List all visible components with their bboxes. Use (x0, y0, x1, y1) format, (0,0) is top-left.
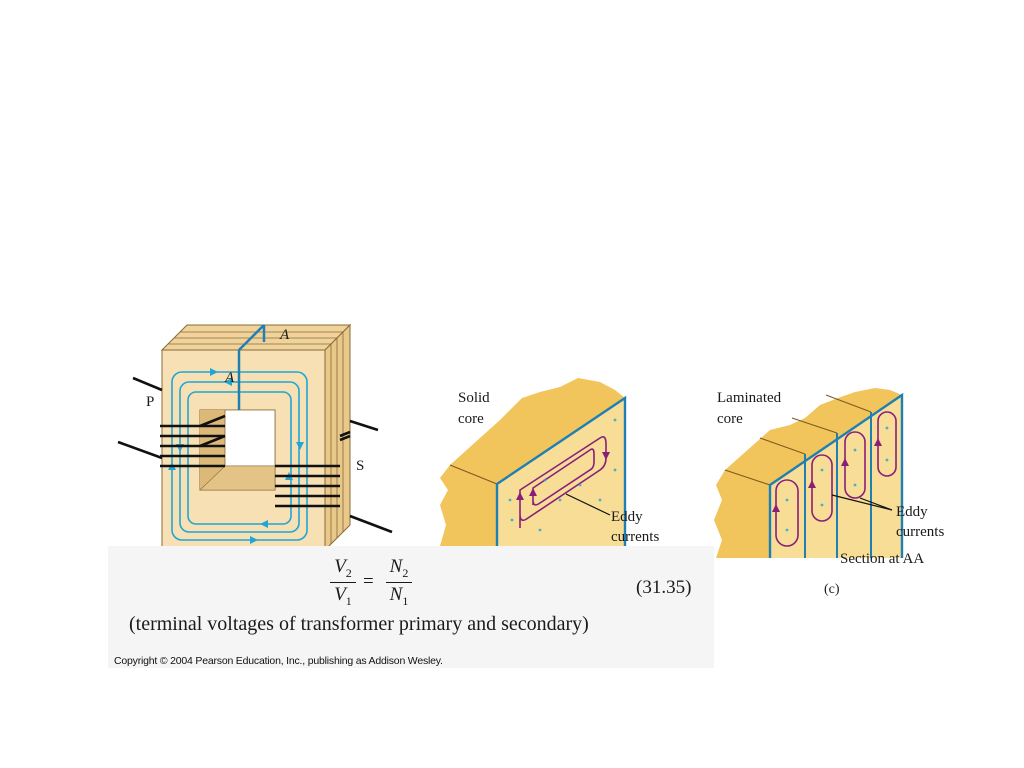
section-label-mid: A (224, 370, 235, 386)
solid-core-block (440, 378, 627, 546)
laminated-eddy-label-line1: Eddy (896, 504, 928, 520)
transformer-core (160, 323, 352, 552)
equals-sign: = (363, 571, 374, 592)
section-line-aa (237, 324, 266, 410)
primary-label: P (146, 394, 154, 410)
equation-number: (31.35) (636, 577, 692, 598)
laminated-eddy-pointers (831, 494, 893, 511)
laminated-core-title-line1: Laminated (717, 390, 782, 406)
laminated-core-field-marks (785, 426, 889, 532)
section-label-top: A (279, 327, 290, 343)
solid-eddy-arrow-icons (516, 452, 610, 500)
copyright-notice: Copyright © 2004 Pearson Education, Inc.… (114, 655, 443, 667)
solid-core-title-line2: core (458, 411, 484, 427)
solid-core-eddy-currents (519, 436, 607, 528)
solid-core-field-marks (508, 418, 617, 532)
transformer-equation: V2 V1 = N2 N1 (330, 556, 420, 616)
laminated-core-title-line2: core (717, 411, 743, 427)
laminated-eddy-label-line2: currents (896, 524, 944, 540)
solid-core-title-line1: Solid (458, 390, 490, 406)
secondary-coil (275, 419, 393, 534)
laminated-core-block (714, 388, 904, 558)
turns-denominator: N (389, 583, 403, 605)
solid-eddy-label-line1: Eddy (611, 509, 643, 525)
turns-ratio: N2 N1 (386, 556, 412, 609)
secondary-label: S (356, 458, 364, 474)
section-caption: Section at AA (840, 551, 924, 567)
voltage-ratio: V2 V1 (330, 556, 356, 609)
voltage-denominator: V (334, 583, 346, 605)
primary-coil (117, 376, 226, 468)
solid-eddy-label-line2: currents (611, 529, 659, 545)
laminated-eddy-arrow-icons (772, 438, 882, 512)
part-label: (c) (824, 582, 840, 597)
equation-description: (terminal voltages of transformer primar… (129, 613, 589, 635)
voltage-numerator: V (334, 556, 346, 577)
solid-eddy-pointer (565, 493, 611, 516)
turns-numerator: N (389, 556, 403, 577)
equation-panel (108, 546, 714, 668)
